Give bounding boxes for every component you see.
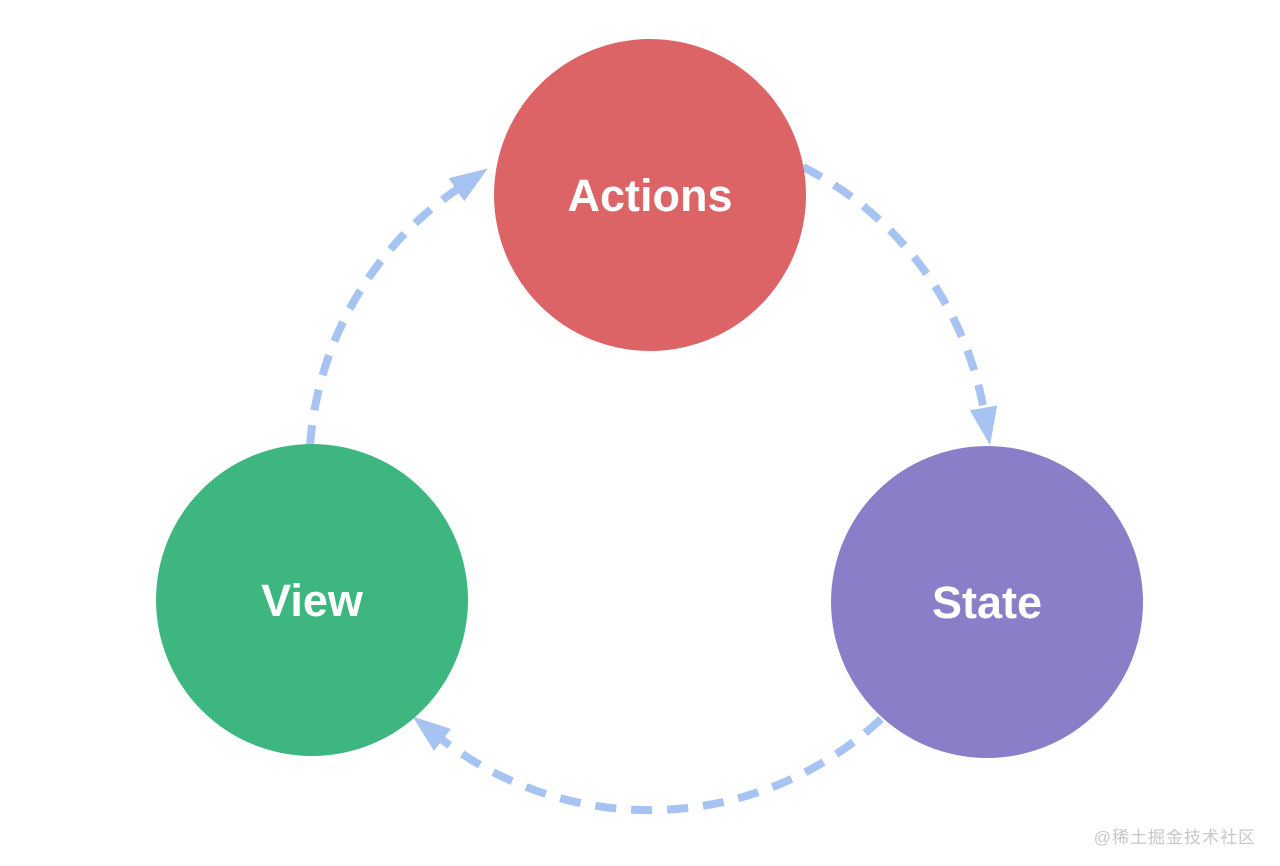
node-actions: Actions <box>494 39 806 351</box>
arrow-actions-to-state <box>801 163 998 446</box>
arrow-view-to-actions <box>306 168 488 447</box>
node-view: View <box>156 444 468 756</box>
node-state-label: State <box>931 576 1043 628</box>
node-actions-label: Actions <box>567 169 733 221</box>
arrow-state-to-view <box>412 716 884 815</box>
watermark: @稀土掘金技术社区 <box>1093 828 1256 847</box>
node-view-label: View <box>261 574 363 626</box>
node-state: State <box>831 446 1143 758</box>
